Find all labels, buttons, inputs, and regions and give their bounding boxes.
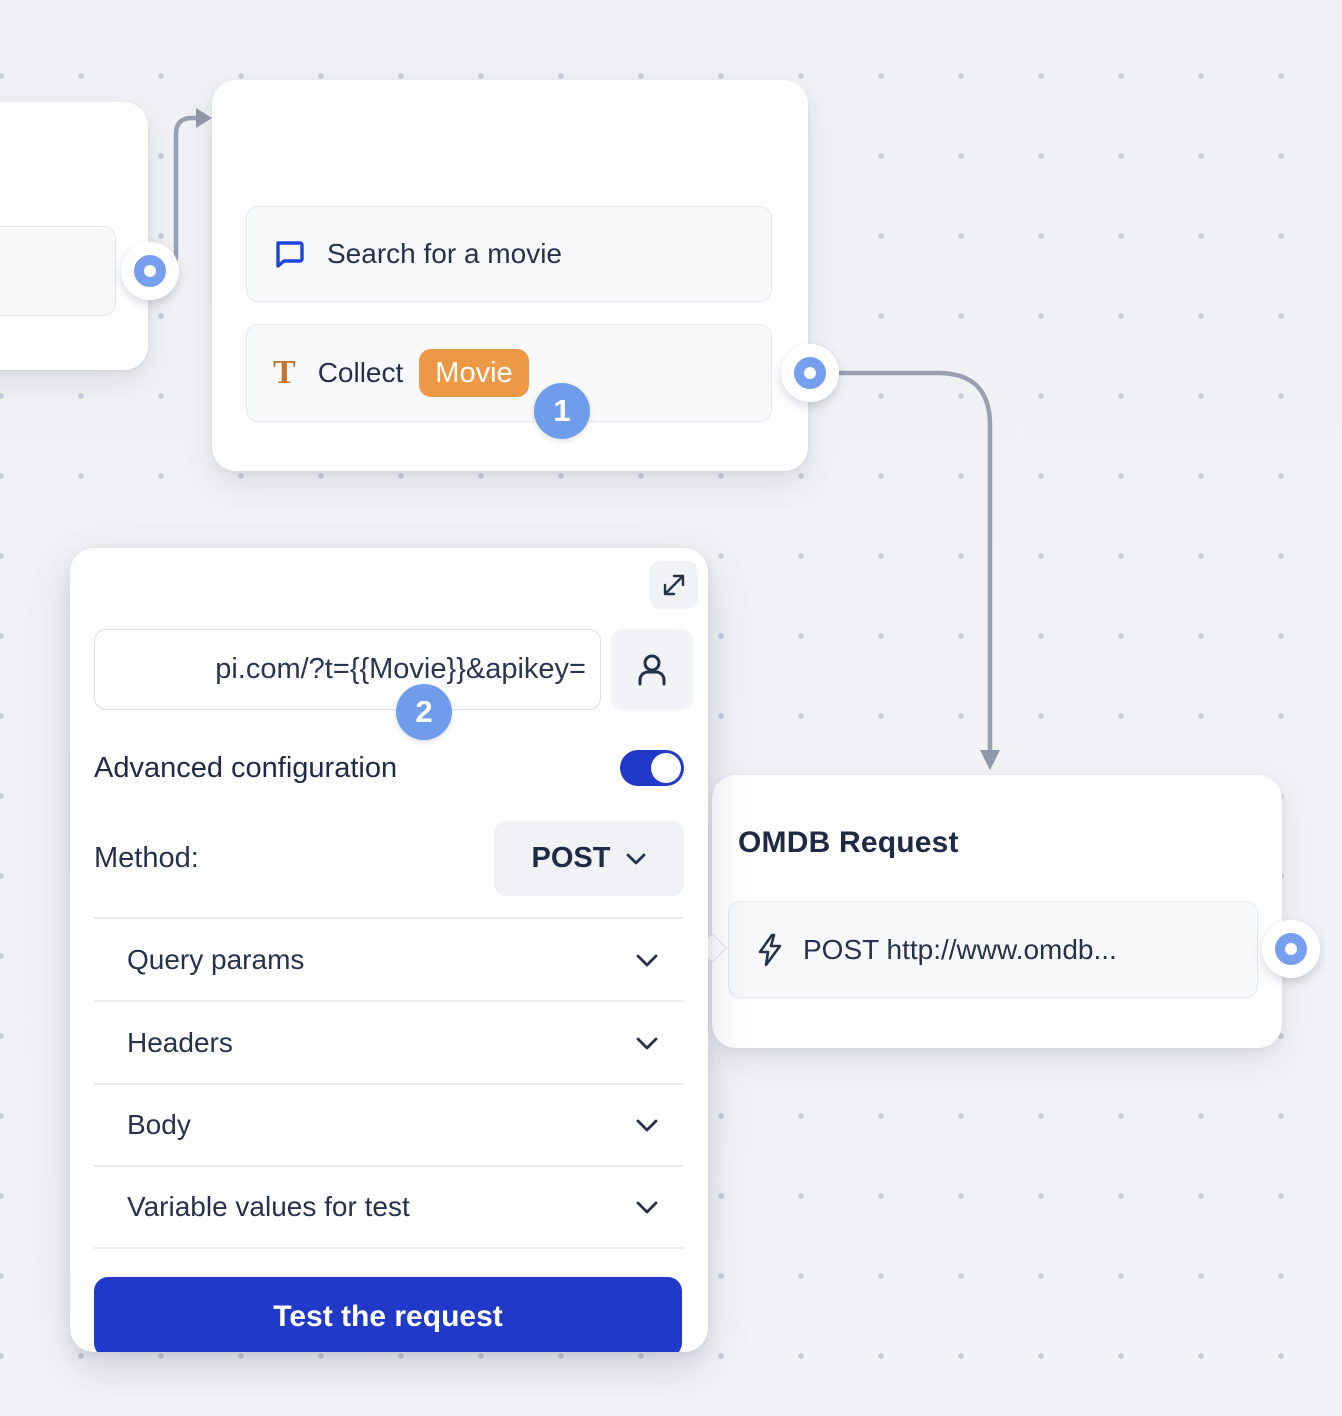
chevron-down-icon bbox=[636, 1037, 658, 1049]
section-headers[interactable]: Headers bbox=[94, 1003, 684, 1083]
advanced-config-label: Advanced configuration bbox=[94, 751, 398, 784]
step-2-badge: 2 bbox=[396, 684, 452, 740]
method-label: Method: bbox=[94, 842, 199, 874]
omdb-output-port[interactable] bbox=[1262, 920, 1320, 978]
section-body[interactable]: Body bbox=[94, 1085, 684, 1165]
movie-search-output-port[interactable] bbox=[781, 344, 839, 402]
method-select[interactable]: POST bbox=[494, 821, 684, 896]
toggle-knob bbox=[651, 753, 681, 783]
divider bbox=[94, 1247, 684, 1249]
question-block-item[interactable]: Search for a movie bbox=[246, 206, 772, 302]
question-item-label: Search for a movie bbox=[327, 238, 562, 269]
webhook-item-label: POST http://www.omdb... bbox=[803, 933, 1117, 965]
divider bbox=[94, 1165, 684, 1167]
webhook-config-panel[interactable]: Advanced configuration Method: POST Quer… bbox=[70, 548, 708, 1352]
previous-node-card[interactable] bbox=[0, 102, 148, 370]
method-row: Method: POST bbox=[94, 821, 684, 896]
expand-icon bbox=[663, 574, 685, 596]
divider bbox=[94, 917, 684, 919]
lightning-icon bbox=[758, 933, 782, 966]
movie-search-node[interactable]: Movie search Search for a movie T Collec… bbox=[212, 80, 808, 471]
divider bbox=[94, 1000, 684, 1002]
chevron-down-icon bbox=[636, 1119, 658, 1131]
chevron-down-icon bbox=[627, 853, 646, 864]
section-label: Variable values for test bbox=[127, 1191, 410, 1222]
step-1-badge: 1 bbox=[534, 383, 590, 439]
previous-node-output-port[interactable] bbox=[121, 242, 179, 300]
expand-panel-button[interactable] bbox=[650, 561, 698, 609]
omdb-request-node[interactable]: OMDB Request POST http://www.omdb... bbox=[698, 775, 1282, 1048]
node-title: OMDB Request bbox=[738, 826, 959, 859]
section-variable-values[interactable]: Variable values for test bbox=[94, 1167, 684, 1247]
method-value: POST bbox=[531, 842, 611, 874]
test-request-button[interactable]: Test the request bbox=[94, 1277, 682, 1352]
text-input-icon: T bbox=[273, 354, 296, 391]
divider bbox=[94, 1083, 684, 1085]
advanced-config-row: Advanced configuration bbox=[94, 744, 684, 792]
variable-chip-movie[interactable]: Movie bbox=[419, 348, 529, 398]
chevron-down-icon bbox=[636, 1201, 658, 1213]
chevron-down-icon bbox=[636, 954, 658, 966]
advanced-config-toggle[interactable] bbox=[620, 750, 684, 786]
url-input[interactable] bbox=[94, 629, 601, 710]
section-label: Query params bbox=[127, 944, 305, 975]
previous-node-item[interactable] bbox=[0, 226, 116, 316]
section-label: Headers bbox=[127, 1027, 233, 1058]
chat-bubble-icon bbox=[276, 241, 304, 268]
person-icon bbox=[638, 654, 666, 685]
section-query-params[interactable]: Query params bbox=[94, 920, 684, 1000]
collect-block-item[interactable]: T Collect Movie bbox=[246, 324, 772, 422]
webhook-block-item[interactable]: POST http://www.omdb... bbox=[728, 901, 1258, 998]
section-label: Body bbox=[127, 1109, 191, 1140]
variables-button[interactable] bbox=[611, 629, 693, 710]
collect-item-label: Collect bbox=[317, 357, 404, 388]
